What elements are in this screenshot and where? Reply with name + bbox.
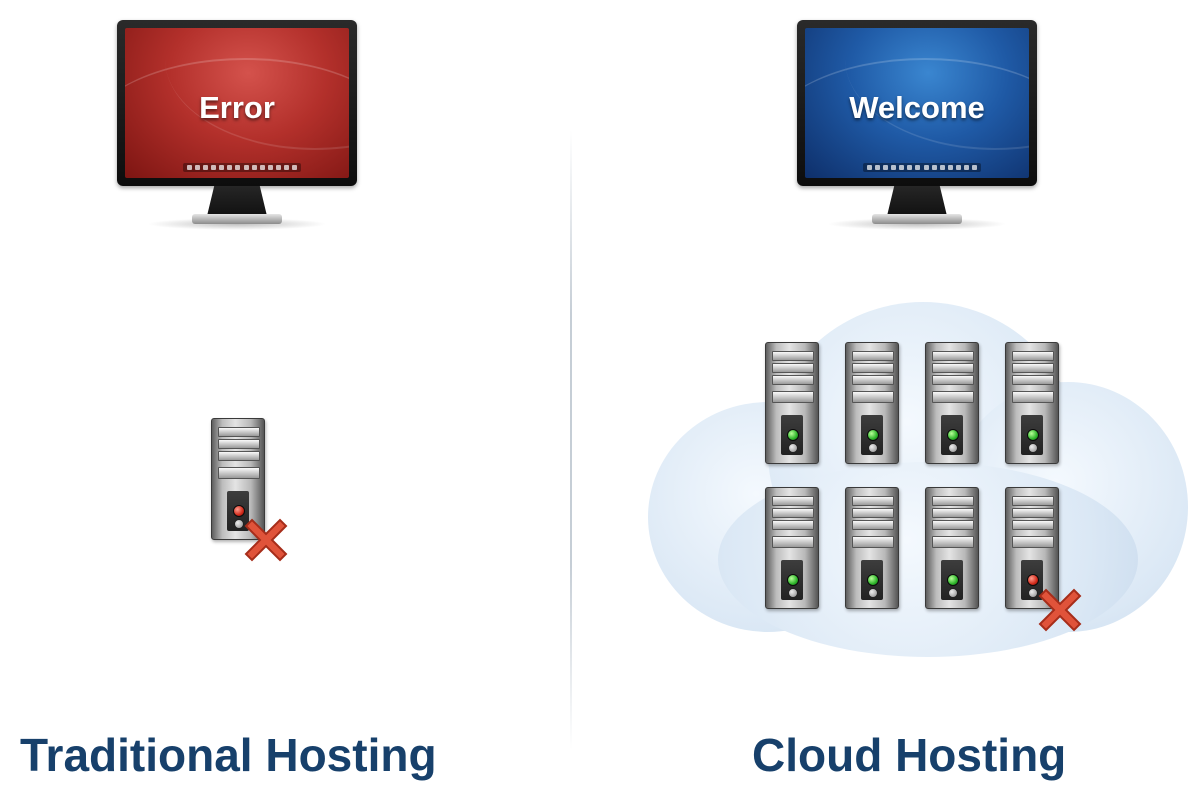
status-led [947, 429, 959, 441]
status-led [1027, 429, 1039, 441]
error-screen: Error [125, 28, 349, 178]
error-screen-text: Error [199, 90, 275, 125]
server-icon [925, 487, 979, 609]
monitor-stand-base [192, 214, 282, 224]
monitor-stand-base [872, 214, 962, 224]
status-led [867, 429, 879, 441]
cloud-shape [648, 282, 1188, 657]
monitor-bezel: Error [117, 20, 357, 186]
panel-divider [570, 130, 572, 750]
monitor-stand-neck [207, 186, 267, 216]
status-led [867, 574, 879, 586]
server-icon [845, 487, 899, 609]
status-led [787, 574, 799, 586]
server-icon [1005, 342, 1059, 464]
monitor-bezel: Welcome [797, 20, 1037, 186]
server-icon [211, 418, 265, 540]
server-icon [765, 487, 819, 609]
welcome-screen-text: Welcome [849, 90, 985, 125]
status-led [787, 429, 799, 441]
failure-x-icon [244, 518, 288, 562]
cloud-hosting-caption: Cloud Hosting [752, 729, 1067, 781]
server-icon [1005, 487, 1059, 609]
monitor-stand-neck [887, 186, 947, 216]
server-icon [845, 342, 899, 464]
status-led [233, 505, 245, 517]
traditional-hosting-caption: Traditional Hosting [20, 729, 437, 781]
status-led [947, 574, 959, 586]
error-monitor: Error [117, 20, 357, 230]
server-icon [925, 342, 979, 464]
failure-x-icon [1038, 588, 1082, 632]
server-icon [765, 342, 819, 464]
status-led [1027, 574, 1039, 586]
dock-bar [863, 163, 981, 172]
dock-bar [183, 163, 301, 172]
welcome-monitor: Welcome [797, 20, 1037, 230]
welcome-screen: Welcome [805, 28, 1029, 178]
